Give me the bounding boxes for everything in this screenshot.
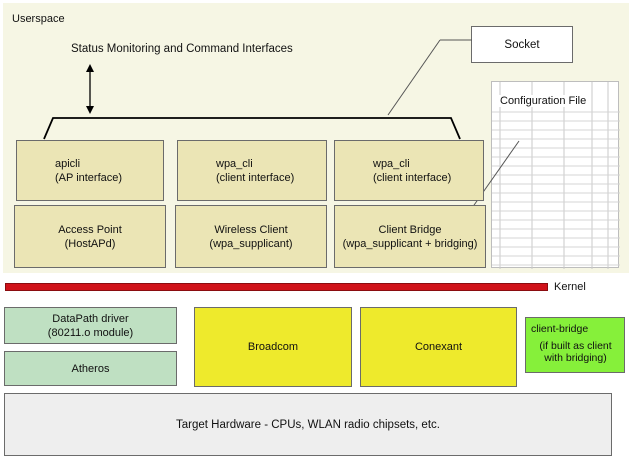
userspace-label: Userspace xyxy=(12,13,65,25)
wireless-client-box: Wireless Client (wpa_supplicant) xyxy=(175,205,327,268)
client-bridge-module-label: client-bridge xyxy=(531,323,589,335)
kernel-bar xyxy=(5,283,548,291)
kernel-label: Kernel xyxy=(554,281,586,293)
configuration-file-label: Configuration File xyxy=(499,95,588,107)
atheros-box: Atheros xyxy=(4,351,177,386)
socket-box: Socket xyxy=(471,26,573,63)
broadcom-box: Broadcom xyxy=(194,307,352,387)
configuration-file-sheet xyxy=(491,81,620,269)
sheet-grid-icon xyxy=(492,82,620,269)
wpa-cli-client-box: wpa_cli (client interface) xyxy=(177,140,327,201)
target-hardware-box: Target Hardware - CPUs, WLAN radio chips… xyxy=(4,393,612,456)
client-bridge-module-box: client-bridge (if built as client with b… xyxy=(525,317,625,373)
status-monitoring-label: Status Monitoring and Command Interfaces xyxy=(71,43,293,55)
apicli-box: apicli (AP interface) xyxy=(16,140,164,201)
datapath-driver-box: DataPath driver (80211.o module) xyxy=(4,307,177,344)
client-bridge-box: Client Bridge (wpa_supplicant + bridging… xyxy=(334,205,486,268)
access-point-box: Access Point (HostAPd) xyxy=(14,205,166,268)
conexant-box: Conexant xyxy=(360,307,517,387)
wpa-cli-bridge-box: wpa_cli (client interface) xyxy=(334,140,484,201)
client-bridge-module-note: (if built as client with bridging) xyxy=(539,340,612,364)
